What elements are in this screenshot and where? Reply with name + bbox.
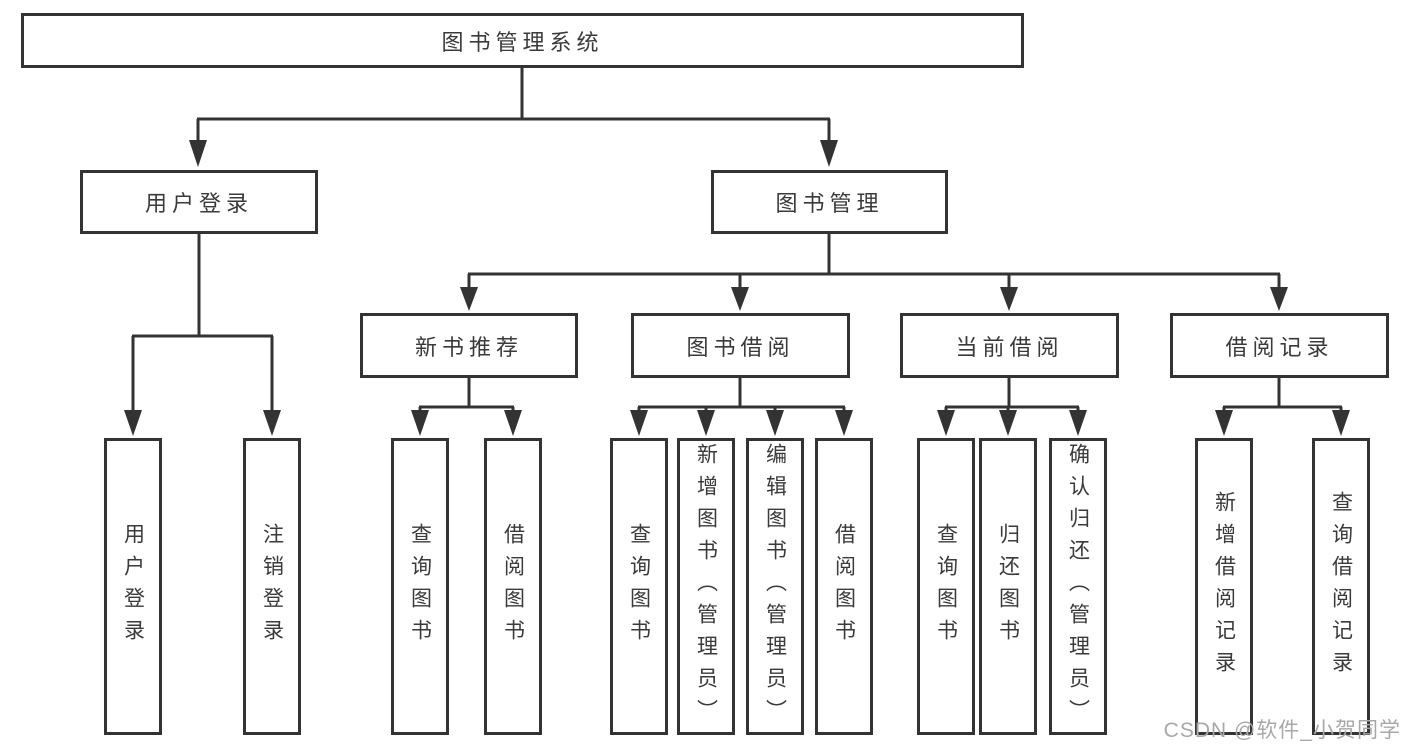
- leaf-confirm-return-admin: 确认归还（管理员）: [1049, 438, 1107, 735]
- arrowhead-icons: [124, 140, 1350, 436]
- leaf-return-books: 归还图书: [979, 438, 1037, 735]
- leaf-query-books-current: 查询图书: [917, 438, 975, 735]
- node-book-management: 图书管理: [711, 170, 948, 234]
- node-label: 图书借阅: [686, 334, 795, 360]
- leaf-query-books-recommend: 查询图书: [391, 438, 449, 735]
- node-label: 确认归还（管理员）: [1066, 442, 1090, 731]
- leaf-query-borrow-record: 查询借阅记录: [1312, 438, 1370, 735]
- node-label: 注销登录: [260, 522, 284, 651]
- node-label: 用户登录: [144, 191, 253, 216]
- node-label: 借阅图书: [501, 522, 525, 651]
- leaf-query-books-borrowing: 查询图书: [610, 438, 668, 735]
- node-label: 新增借阅记录: [1212, 490, 1236, 683]
- node-label: 查询图书: [408, 522, 432, 651]
- node-label: 图书管理系统: [441, 29, 604, 55]
- node-label: 图书管理: [775, 191, 884, 216]
- watermark: CSDN @软件_小贺同学: [1163, 719, 1401, 742]
- node-current-borrowing: 当前借阅: [900, 313, 1119, 378]
- leaf-borrow-books-borrowing: 借阅图书: [815, 438, 873, 735]
- node-label: 编辑图书（管理员）: [763, 442, 787, 731]
- leaf-borrow-books-recommend: 借阅图书: [484, 438, 542, 735]
- node-label: 用户登录: [121, 522, 145, 651]
- node-borrowing-records: 借阅记录: [1170, 313, 1389, 378]
- node-label: 查询借阅记录: [1329, 490, 1353, 683]
- leaf-logout: 注销登录: [243, 438, 301, 735]
- node-label: 查询图书: [627, 522, 651, 651]
- node-book-borrowing: 图书借阅: [631, 313, 850, 378]
- node-library-management-system: 图书管理系统: [21, 13, 1024, 68]
- node-new-book-recommendation: 新书推荐: [360, 313, 578, 378]
- leaf-add-book-admin: 新增图书（管理员）: [677, 438, 735, 735]
- node-label: 借阅记录: [1225, 334, 1334, 360]
- leaf-user-login: 用户登录: [104, 438, 162, 735]
- node-label: 查询图书: [934, 522, 958, 651]
- leaf-edit-book-admin: 编辑图书（管理员）: [746, 438, 804, 735]
- node-label: 当前借阅: [955, 334, 1064, 360]
- leaf-add-borrow-record: 新增借阅记录: [1195, 438, 1253, 735]
- node-label: 新书推荐: [414, 334, 523, 360]
- node-label: 借阅图书: [832, 522, 856, 651]
- node-label: 新增图书（管理员）: [694, 442, 718, 731]
- node-label: 归还图书: [996, 522, 1020, 651]
- node-user-login: 用户登录: [80, 170, 318, 234]
